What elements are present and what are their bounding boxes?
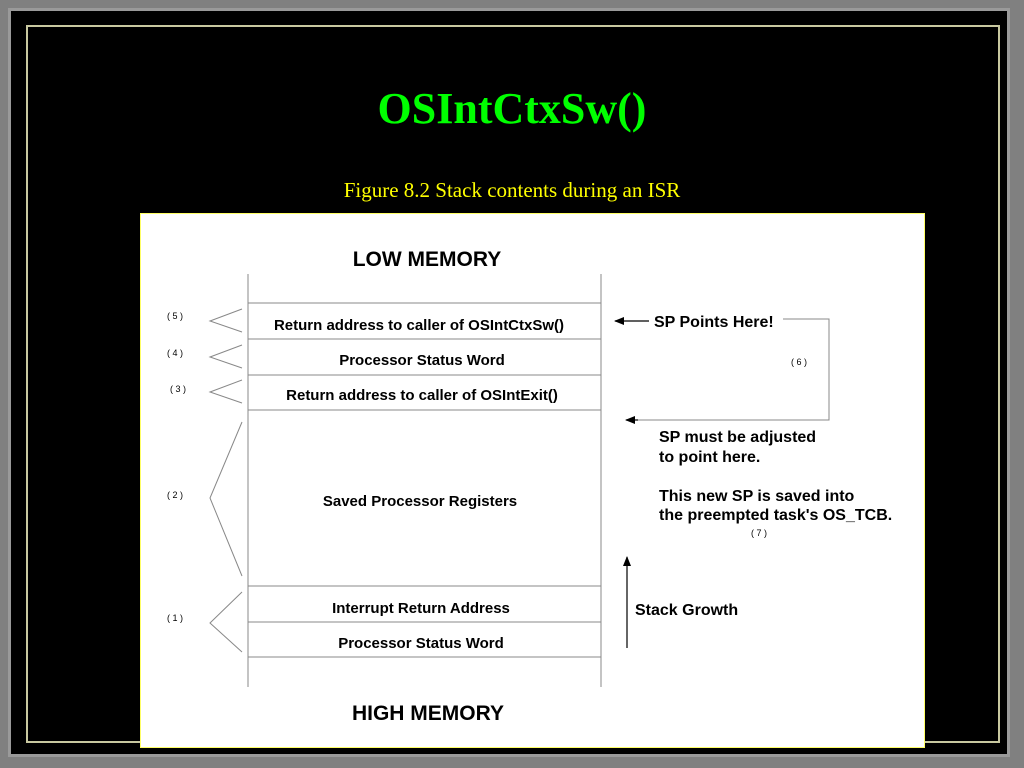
stack-cell-psw-bottom: Processor Status Word	[338, 635, 504, 652]
ref-3: ( 3 )	[170, 384, 186, 394]
ref-2: ( 2 )	[167, 490, 183, 500]
sp-saved-line-2: the preempted task's OS_TCB.	[659, 507, 892, 524]
sp-saved-line-1: This new SP is saved into	[659, 488, 855, 505]
sp-adjust-line-2: to point here.	[659, 449, 760, 466]
sp-adjust-line-1: SP must be adjusted	[659, 429, 816, 446]
ref-1: ( 1 )	[167, 613, 183, 623]
ref-4: ( 4 )	[167, 348, 183, 358]
sp-points-here-label: SP Points Here!	[654, 314, 774, 331]
stack-cell-psw-top: Processor Status Word	[339, 352, 505, 369]
stack-cell-return-osintctxsw: Return address to caller of OSIntCtxSw()	[274, 317, 564, 334]
stack-cell-saved-registers: Saved Processor Registers	[323, 493, 517, 510]
stack-outline	[247, 274, 602, 687]
stack-cell-return-osintexit: Return address to caller of OSIntExit()	[286, 387, 558, 404]
low-memory-label: LOW MEMORY	[353, 248, 502, 271]
ref-5: ( 5 )	[167, 311, 183, 321]
ref-6: ( 6 )	[791, 357, 807, 367]
high-memory-label: HIGH MEMORY	[352, 702, 504, 725]
stack-diagram: LOW MEMORY HIGH MEMORY Return address to…	[167, 248, 892, 725]
slide-title: OSIntCtxSw()	[377, 84, 647, 133]
diagram-panel: LOW MEMORY HIGH MEMORY Return address to…	[140, 213, 925, 748]
stack-growth-label: Stack Growth	[635, 602, 738, 619]
sp-adjust-loop	[633, 318, 830, 421]
left-braces	[208, 308, 243, 653]
stack-cell-interrupt-return: Interrupt Return Address	[332, 600, 510, 617]
ref-7: ( 7 )	[751, 528, 767, 538]
figure-caption: Figure 8.2 Stack contents during an ISR	[343, 178, 681, 202]
